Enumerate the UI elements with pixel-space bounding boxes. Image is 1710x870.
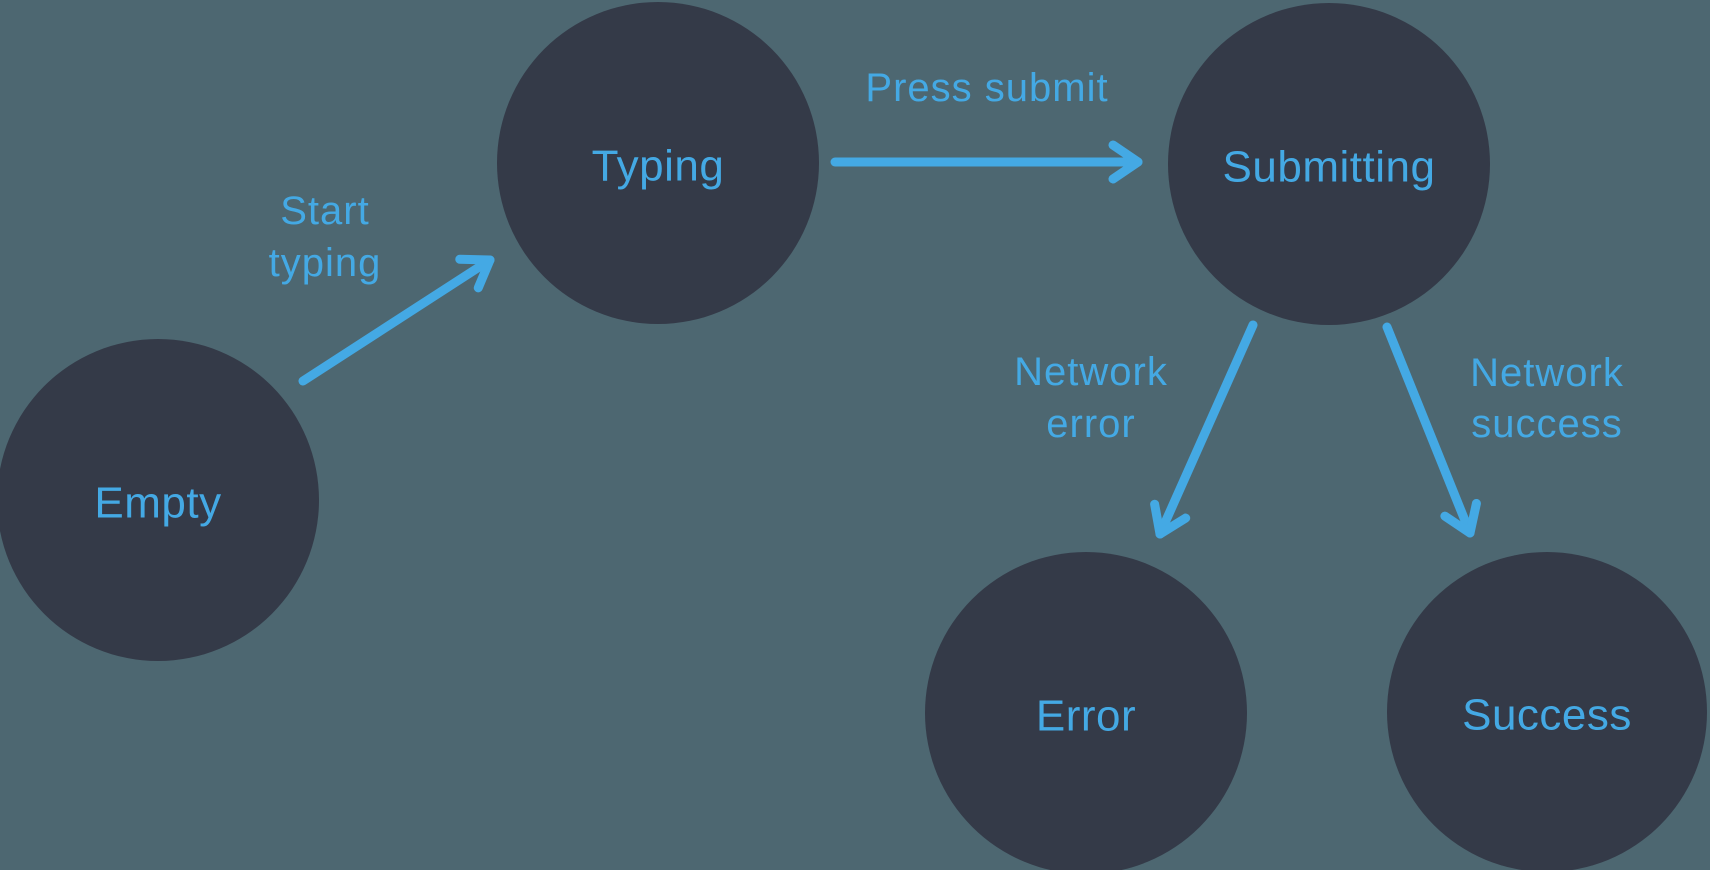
state-node-typing [497, 2, 819, 324]
state-label-success: Success [1462, 691, 1632, 740]
state-node-error [925, 552, 1247, 870]
state-label-submitting: Submitting [1223, 143, 1436, 192]
transition-label-network-success-line1: Network [1470, 351, 1624, 395]
transition-label-press-submit: Press submit [865, 66, 1108, 110]
transition-arrow-submitting-to-error [1150, 320, 1258, 539]
transition-arrow-empty-to-typing [298, 254, 495, 386]
state-label-empty: Empty [94, 479, 221, 528]
state-node-success [1387, 552, 1707, 870]
transition-label-network-success-line2: success [1471, 402, 1623, 446]
state-node-submitting [1168, 3, 1490, 325]
state-node-empty [0, 339, 319, 661]
transition-label-network-error-line2: error [1046, 402, 1135, 446]
state-label-typing: Typing [592, 142, 725, 191]
transition-label-start-typing-line2: typing [269, 241, 382, 285]
transition-label-network-error-line1: Network [1014, 350, 1168, 394]
state-label-error: Error [1036, 692, 1136, 741]
transition-arrow-submitting-to-success [1382, 322, 1481, 538]
transition-label-start-typing-line1: Start [280, 189, 369, 233]
